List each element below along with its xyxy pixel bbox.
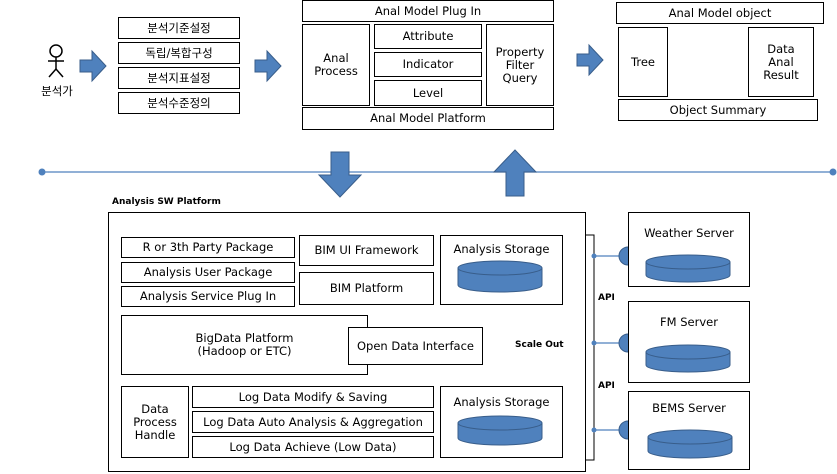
log-achieve-box: Log Data Achieve (Low Data)	[192, 436, 434, 458]
attribute-box: Attribute	[374, 24, 482, 49]
bems-db-cylinder-icon	[647, 429, 733, 459]
user-package-box: Analysis User Package	[121, 262, 295, 283]
fm-db-cylinder-icon	[645, 344, 731, 373]
log-auto-box: Log Data Auto Analysis & Aggregation	[192, 411, 434, 433]
indicator-box: Indicator	[374, 52, 482, 77]
tree-box: Tree	[618, 27, 668, 97]
fm-server-label: FM Server	[660, 315, 718, 329]
storage-top-label: Analysis Storage	[453, 242, 550, 256]
property-filter-box: Property Filter Query	[486, 24, 554, 106]
arrow-down-icon	[317, 151, 363, 198]
analyst-label: 분석가	[41, 84, 73, 98]
platform-title: Analysis SW Platform	[112, 197, 221, 207]
service-plugin-box: Analysis Service Plug In	[121, 286, 295, 307]
step-composition: 독립/복합구성	[118, 42, 240, 64]
object-summary: Object Summary	[618, 99, 818, 121]
scale-out-label: Scale Out	[515, 340, 564, 350]
divider-dot-right	[829, 168, 837, 176]
arrow-up-icon	[492, 149, 538, 197]
arrow-right-icon-2	[254, 49, 282, 83]
storage-bottom-label: Analysis Storage	[453, 395, 550, 409]
chart-box	[672, 27, 744, 97]
weather-server-label: Weather Server	[644, 226, 734, 240]
bems-server-label: BEMS Server	[652, 401, 726, 415]
log-modify-box: Log Data Modify & Saving	[192, 386, 434, 408]
step-level: 분석수준정의	[118, 92, 240, 114]
r-package-box: R or 3th Party Package	[121, 237, 295, 258]
anal-process-box: Anal Process	[302, 24, 370, 106]
bim-platform-box: BIM Platform	[299, 272, 434, 305]
step-criteria: 분석기준설정	[118, 17, 240, 39]
plugin-platform: Anal Model Platform	[302, 107, 554, 130]
plugin-title: Anal Model Plug In	[302, 0, 554, 22]
open-data-box: Open Data Interface	[348, 327, 483, 365]
step-indicator: 분석지표설정	[118, 67, 240, 89]
weather-db-cylinder-icon	[645, 254, 731, 283]
api-label-2: API	[598, 381, 615, 391]
data-process-box: Data Process Handle	[121, 386, 189, 458]
bigdata-box: BigData Platform (Hadoop or ETC)	[121, 315, 368, 375]
arrow-right-icon-1	[79, 49, 107, 83]
divider-dot-left	[38, 168, 46, 176]
object-title: Anal Model object	[616, 2, 824, 24]
arrow-right-icon-3	[576, 43, 604, 77]
api-label-1: API	[598, 293, 615, 303]
level-box: Level	[374, 80, 482, 106]
analyst-person-icon	[48, 44, 64, 78]
bim-ui-box: BIM UI Framework	[299, 235, 434, 266]
data-anal-result-box: Data Anal Result	[748, 27, 814, 97]
